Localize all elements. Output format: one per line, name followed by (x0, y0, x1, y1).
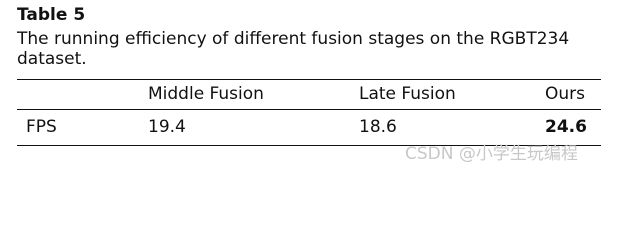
table-header-rule (17, 109, 601, 110)
row-label-fps: FPS (26, 117, 57, 137)
column-header-late-fusion: Late Fusion (359, 84, 456, 104)
cell-ours: 24.6 (545, 117, 587, 137)
table-top-rule (17, 79, 601, 80)
column-header-ours: Ours (545, 84, 586, 104)
table-bottom-rule (17, 145, 601, 146)
column-header-middle-fusion: Middle Fusion (148, 84, 264, 104)
table-label: Table 5 (17, 5, 86, 25)
cell-middle-fusion: 19.4 (148, 117, 186, 137)
table-caption: The running efficiency of different fusi… (17, 29, 570, 69)
cell-late-fusion: 18.6 (359, 117, 397, 137)
watermark: CSDN @小学生玩编程 (405, 144, 578, 164)
